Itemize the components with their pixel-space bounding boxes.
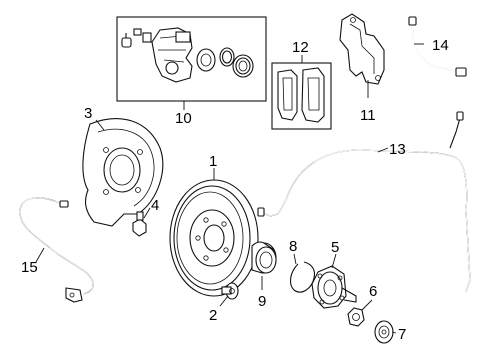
axle-nut [347, 307, 365, 327]
outer-brake-pad [301, 67, 325, 123]
callout-6: 6 [369, 283, 377, 300]
callout-2: 2 [209, 307, 217, 324]
piston-seal [219, 47, 235, 67]
callout-8: 8 [289, 238, 297, 255]
wheel-bearing [251, 241, 277, 274]
callout-1: 1 [209, 153, 217, 170]
caliper-kit-box [116, 16, 267, 102]
caliper-body [151, 27, 193, 83]
callout-4: 4 [151, 197, 159, 214]
brake-rotor [169, 179, 259, 297]
brake-hose [408, 16, 467, 77]
callout-15: 15 [21, 259, 38, 276]
wheel-hub [311, 265, 357, 309]
dust-shield [82, 118, 164, 227]
rotor-screw [221, 282, 239, 300]
wheel-speed-sensor-front [257, 111, 471, 293]
callout-10: 10 [175, 110, 192, 127]
callout-9: 9 [258, 293, 266, 310]
dust-boot [232, 54, 254, 78]
brake-pad-box [271, 62, 332, 130]
hub-cap [374, 320, 394, 344]
callout-7: 7 [398, 326, 406, 343]
callout-11: 11 [360, 107, 376, 124]
caliper-kit-group [116, 16, 267, 102]
callout-14: 14 [432, 37, 449, 54]
callout-12: 12 [292, 39, 309, 56]
brake-pad-group [271, 62, 332, 130]
wheel-speed-sensor-rear [19, 197, 94, 303]
caliper-piston [196, 48, 216, 72]
bleeder-screw [121, 28, 152, 48]
inner-brake-pad [277, 69, 298, 121]
shield-bolt [132, 211, 147, 237]
callout-3: 3 [84, 105, 92, 122]
callout-13: 13 [389, 141, 406, 158]
leader-lines [35, 43, 424, 334]
caliper-bracket [339, 13, 385, 85]
callout-5: 5 [331, 239, 339, 256]
callout-labels: 1 2 3 4 5 6 7 8 9 10 11 12 13 14 15 [21, 37, 449, 343]
snap-ring [289, 261, 316, 293]
